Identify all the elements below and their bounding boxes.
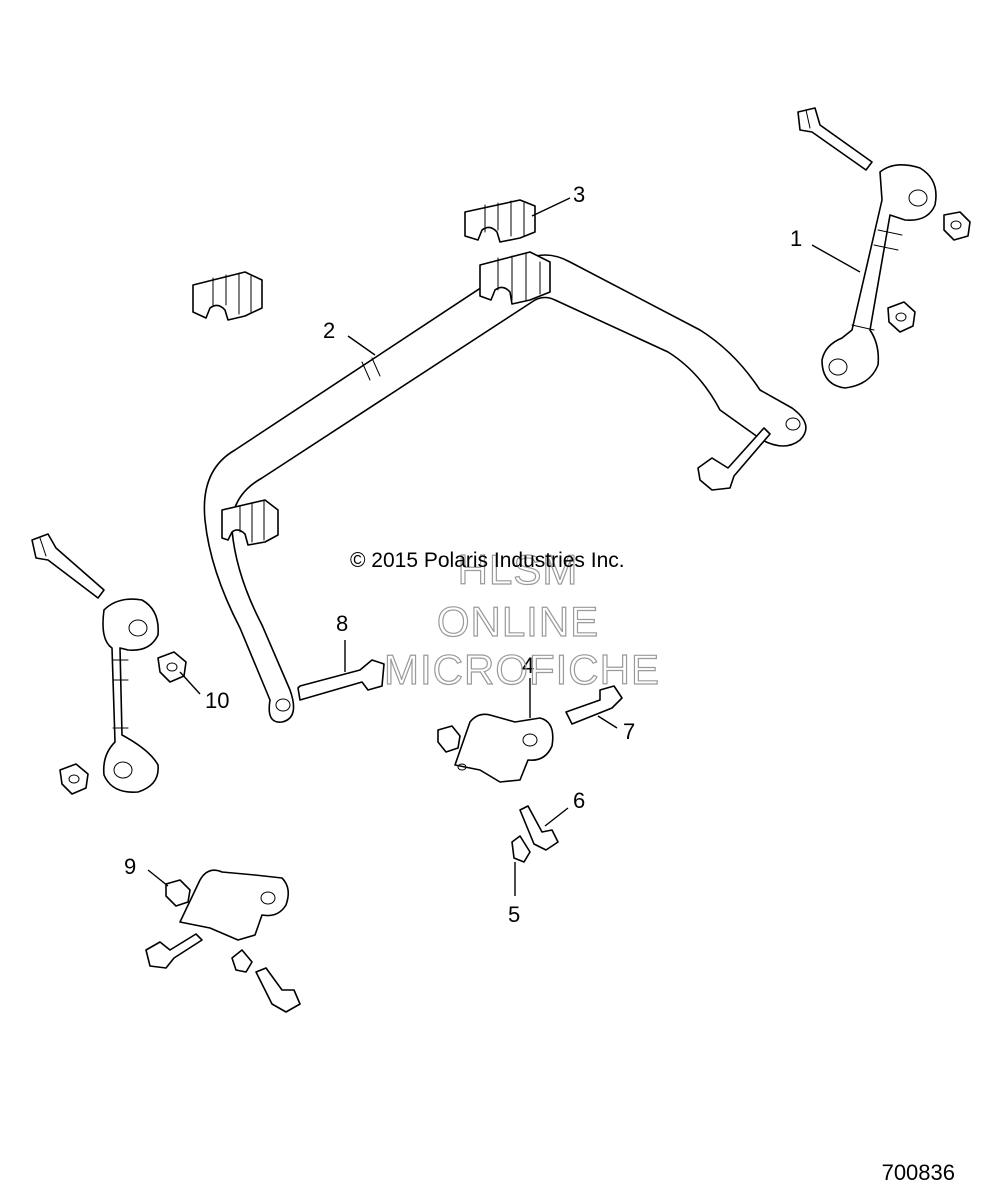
nut-right-lower [887,301,916,333]
nut-left-10 [157,651,187,683]
callout-8: 8 [336,611,348,636]
nut-right-upper [943,211,971,241]
fitting-bracket-9 [231,949,253,973]
link-left [102,598,159,793]
callout-10: 10 [205,688,229,713]
callout-2: 2 [323,318,335,343]
copyright-text: © 2015 Polaris Industries Inc. [350,549,625,572]
bushing-top [464,199,536,243]
bolt-8 [297,659,385,701]
bushing-left [192,271,263,321]
bracket-9 [179,869,290,941]
bolt-bar-right [697,427,771,491]
bolt-link-right [797,107,873,171]
bolt-bracket-9-lower [255,967,301,1013]
bushing-middle [479,251,551,305]
link-right [821,164,937,389]
nut-4 [437,725,461,753]
callout-7: 7 [623,719,635,744]
watermark-line-3: MICROFICHE [384,646,660,693]
bushing-on-bar [221,499,279,546]
nut-9 [165,879,191,907]
callout-5: 5 [508,902,520,927]
bolt-6 [519,805,559,851]
callout-1: 1 [790,226,802,251]
watermark-line-1: HLSM [458,546,579,593]
leader-lines [147,197,861,896]
callout-6: 6 [573,788,585,813]
callout-9: 9 [124,854,136,879]
nut-left-lower [59,763,89,795]
bolt-link-left [31,533,105,599]
bracket-4 [454,713,554,783]
watermark-line-2: ONLINE [437,598,599,645]
fitting-5 [511,835,531,863]
callout-3: 3 [573,182,585,207]
bolt-7 [565,685,623,725]
callout-4: 4 [522,653,534,678]
drawing-number: 700836 [882,1160,955,1185]
bolt-bracket-9 [145,933,203,969]
